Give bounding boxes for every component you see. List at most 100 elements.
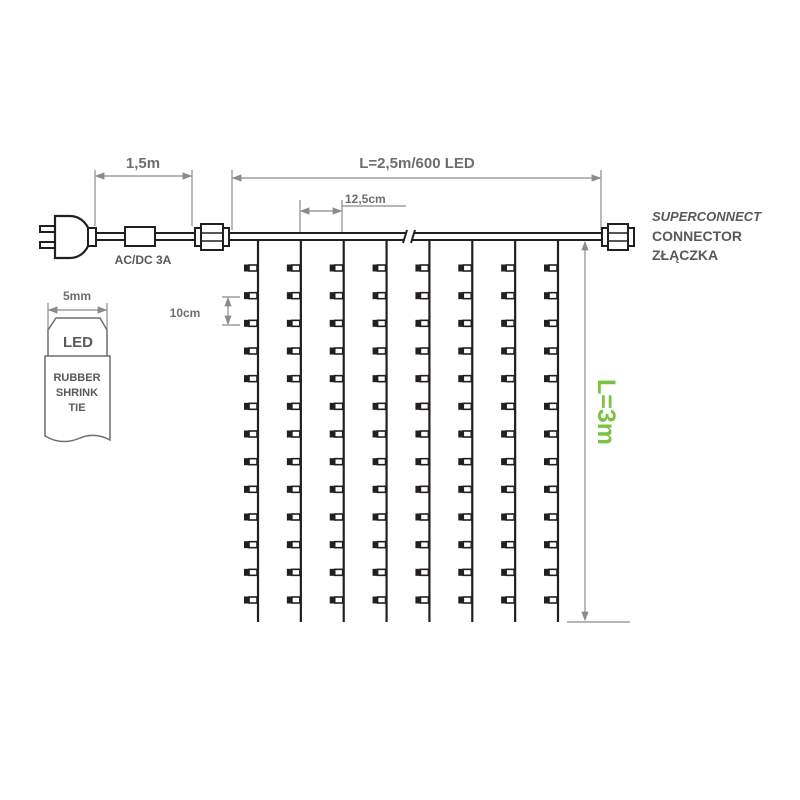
led-bulb-icon xyxy=(501,319,515,328)
led-bulb-icon xyxy=(415,596,430,604)
connector-brand-label: SUPERCONNECT xyxy=(652,209,762,224)
led-bulb-icon xyxy=(458,347,473,355)
led-bulb-icon xyxy=(329,457,344,466)
led-bulb-icon xyxy=(244,402,258,411)
led-strands xyxy=(244,240,560,622)
led-bulb-icon xyxy=(544,402,558,411)
led-bulb-icon xyxy=(286,540,301,549)
led-bulb-icon xyxy=(286,319,301,328)
led-bulb-icon xyxy=(286,568,301,577)
led-strand xyxy=(415,240,431,622)
led-bulb-icon xyxy=(244,374,258,383)
led-bulb-icon xyxy=(244,347,258,355)
led-strand xyxy=(544,240,560,622)
curtain-height-dimension: L=3m xyxy=(567,240,630,623)
led-bulb-icon xyxy=(372,374,387,383)
strand-spacing-label: 12,5cm xyxy=(345,192,386,206)
led-bulb-icon xyxy=(501,264,515,272)
led-spacing-dimension: 10cm xyxy=(170,296,240,326)
led-bulb-icon xyxy=(544,485,558,494)
strand-spacing-dimension: 12,5cm xyxy=(299,192,406,234)
led-bulb-icon xyxy=(501,513,515,521)
led-bulb-icon xyxy=(544,596,558,604)
led-bulb-icon xyxy=(286,430,301,438)
led-bulb-icon xyxy=(501,457,515,466)
led-bulb-icon xyxy=(244,457,258,466)
led-bulb-icon xyxy=(501,485,515,494)
led-bulb-icon xyxy=(286,374,301,383)
led-bulb-icon xyxy=(286,513,301,521)
led-bulb-icon xyxy=(544,291,558,300)
led-bulb-icon xyxy=(244,513,258,521)
curtain-width-label: L=2,5m/600 LED xyxy=(359,155,475,172)
led-bulb-icon xyxy=(372,402,387,411)
led-bulb-icon xyxy=(244,319,258,328)
led-bulb-icon xyxy=(458,485,473,494)
led-strand xyxy=(329,240,345,622)
led-bulb-icon xyxy=(458,264,473,272)
led-bulb-icon xyxy=(458,568,473,577)
led-bulb-icon xyxy=(372,596,387,604)
led-bulb-icon xyxy=(415,402,430,411)
led-bulb-icon xyxy=(286,457,301,466)
led-bulb-icon xyxy=(415,430,430,438)
power-plug-icon xyxy=(39,214,97,260)
led-bulb-icon xyxy=(415,264,430,272)
led-bulb-icon xyxy=(501,540,515,549)
led-bulb-icon xyxy=(372,347,387,355)
tie-line1: RUBBER xyxy=(53,372,100,384)
superconnect-connector-icon xyxy=(601,223,635,251)
led-bulb-icon xyxy=(415,374,430,383)
led-bulb-icon xyxy=(329,513,344,521)
led-bulb-icon xyxy=(244,291,258,300)
led-bulb-icon xyxy=(244,540,258,549)
led-bulb-icon xyxy=(329,540,344,549)
led-bulb-icon xyxy=(415,291,430,300)
led-bulb-icon xyxy=(458,596,473,604)
led-strand xyxy=(458,240,474,622)
led-bulb-icon xyxy=(544,457,558,466)
led-bulb-icon xyxy=(544,374,558,383)
led-bulb-icon xyxy=(372,485,387,494)
led-bulb-icon xyxy=(286,596,301,604)
led-bulb-icon xyxy=(501,430,515,438)
led-bulb-icon xyxy=(544,430,558,438)
led-bulb-icon xyxy=(544,319,558,328)
led-bulb-icon xyxy=(415,347,430,355)
led-bulb-icon xyxy=(244,264,258,272)
led-bulb-icon xyxy=(458,540,473,549)
led-bulb-icon xyxy=(501,568,515,577)
input-connector-icon xyxy=(194,223,230,251)
led-bulb-icon xyxy=(372,291,387,300)
main-cable xyxy=(229,229,603,244)
led-bulb-icon xyxy=(244,596,258,604)
led-strand xyxy=(244,240,260,622)
cord-length-dimension: 1,5m xyxy=(94,155,193,226)
led-bulb-icon xyxy=(372,457,387,466)
led-bulb-icon xyxy=(501,291,515,300)
led-bulb-icon xyxy=(244,430,258,438)
led-bulb-icon xyxy=(329,319,344,328)
led-bulb-icon xyxy=(286,291,301,300)
led-bulb-icon xyxy=(329,402,344,411)
connector-label: CONNECTOR xyxy=(652,228,742,244)
led-bulb-icon xyxy=(544,264,558,272)
led-bulb-icon xyxy=(372,264,387,272)
led-bulb-icon xyxy=(458,319,473,328)
tie-led-label: LED xyxy=(63,334,93,351)
curtain-width-dimension: L=2,5m/600 LED xyxy=(231,155,602,230)
led-bulb-icon xyxy=(415,485,430,494)
connector-pl-label: ZŁĄCZKA xyxy=(652,247,718,263)
led-strand xyxy=(372,240,388,622)
curtain-height-label: L=3m xyxy=(592,379,620,445)
led-bulb-icon xyxy=(329,264,344,272)
led-bulb-icon xyxy=(458,513,473,521)
led-bulb-icon xyxy=(501,347,515,355)
led-bulb-icon xyxy=(372,568,387,577)
led-bulb-icon xyxy=(501,402,515,411)
led-bulb-icon xyxy=(329,485,344,494)
led-bulb-icon xyxy=(329,568,344,577)
led-bulb-icon xyxy=(244,485,258,494)
led-bulb-icon xyxy=(544,540,558,549)
